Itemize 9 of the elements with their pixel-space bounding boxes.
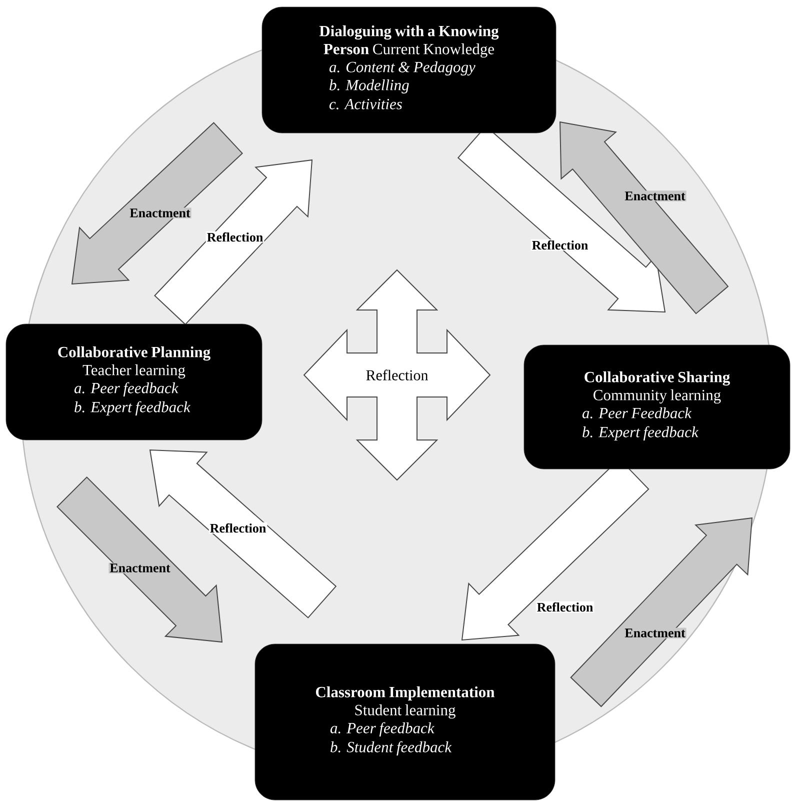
edge-label: Enactment: [624, 190, 686, 202]
stage-box: Collaborative Sharing Community learning a. Peer Feedback b. Expert feedback: [524, 344, 790, 470]
edge-label: Enactment: [128, 208, 192, 218]
edge-label: Enactment: [108, 562, 172, 574]
stage-box: Classroom Implementation Student learning a. Peer feedback b. Student feedback: [254, 644, 556, 800]
block-arrow: [56, 476, 223, 643]
edge-label: Enactment: [624, 628, 686, 638]
stage-box: Collaborative Planning Teacher learning a. Peer feedback b. Expert feedback: [6, 324, 262, 440]
stage-box: Dialoguing with a Knowing Person Current Knowledge a. Content & Pedagogy b. Modelling c. Activities: [262, 6, 556, 134]
